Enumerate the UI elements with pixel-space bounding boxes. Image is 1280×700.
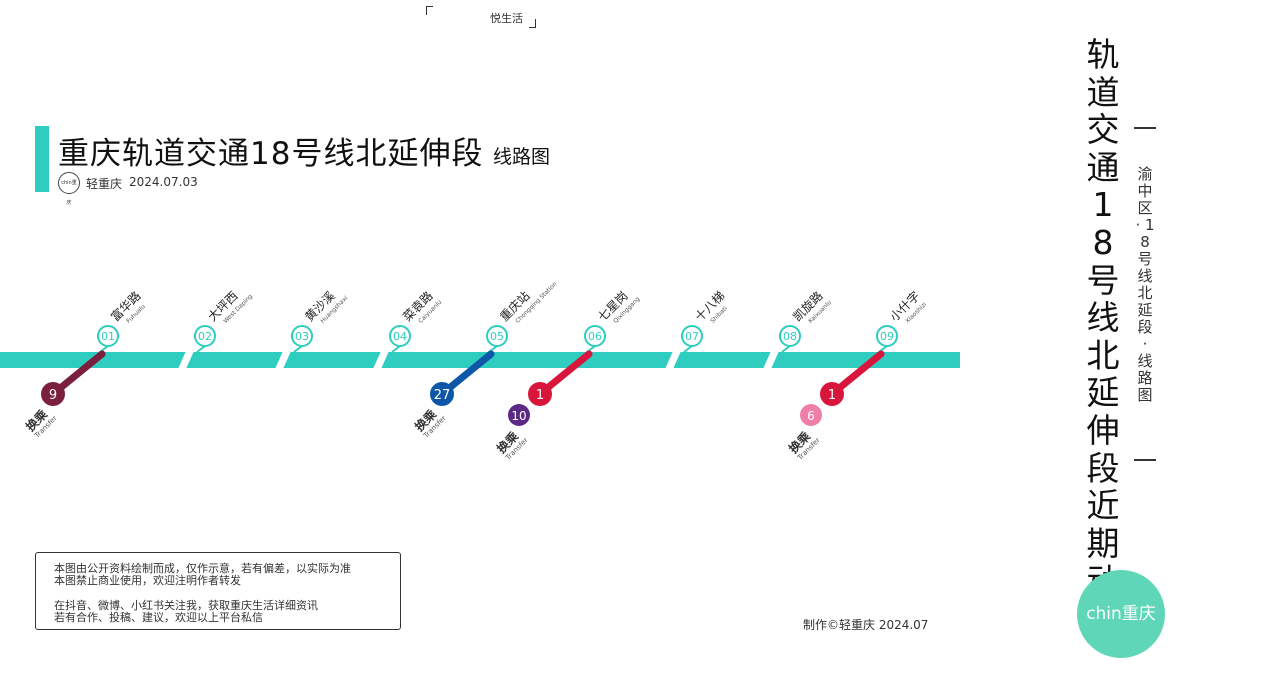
track-gap (373, 351, 389, 369)
header-tag-text: 悦生活 (490, 12, 523, 25)
transfer-line-number: 10 (511, 409, 526, 423)
transfer-line-badge (800, 404, 822, 426)
page-title: 重庆轨道交通18号线北延伸段 (58, 136, 484, 172)
station-connector (683, 345, 693, 353)
side-divider-bottom (1134, 459, 1156, 461)
station-marker (681, 325, 703, 347)
station-marker (486, 325, 508, 347)
station-marker (876, 325, 898, 347)
brand-logo: chin重庆 (1077, 570, 1165, 658)
publish-date: 2024.07.03 (129, 175, 198, 189)
track-gap (178, 351, 194, 369)
credit-text: 制作©轻重庆 2024.07 (803, 618, 929, 632)
disclaimer-box: 本图由公开资料绘制而成，仅作示意，若有偏差，以实际为准 本图禁止商业使用，欢迎注… (35, 552, 401, 630)
station-marker (291, 325, 313, 347)
transfer-line-number: 6 (807, 409, 815, 423)
station-code: 06 (588, 330, 602, 343)
transfer-line-number: 1 (828, 388, 836, 403)
station-connector (196, 345, 206, 353)
transfer-line-badge (528, 382, 552, 406)
transfer-line-number: 9 (49, 388, 57, 403)
note-line: 本图禁止商业使用，欢迎注明作者转发 (54, 574, 241, 587)
note-line: 若有合作、投稿、建议，欢迎以上平台私信 (54, 611, 263, 624)
station-code: 07 (685, 330, 699, 343)
station-code: 09 (880, 330, 894, 343)
station-code: 03 (295, 330, 309, 343)
author-logo-icon: chin重庆 (58, 172, 80, 206)
transfer-line-number: 1 (536, 388, 544, 403)
station-marker (584, 325, 606, 347)
author-name: 轻重庆 (86, 177, 123, 191)
station-connector (293, 345, 303, 353)
station-code: 02 (198, 330, 212, 343)
transfer-line-badge (508, 404, 530, 426)
transfer-line-badge (430, 382, 454, 406)
page-title-suffix: 线路图 (493, 146, 551, 168)
title-accent-bar (35, 126, 49, 192)
track-gap (275, 351, 291, 369)
note-line: 本图由公开资料绘制而成，仅作示意，若有偏差，以实际为准 (54, 562, 351, 575)
header-tag: 悦生活 (426, 6, 536, 28)
station-marker (194, 325, 216, 347)
station-code: 08 (783, 330, 797, 343)
station-code: 05 (490, 330, 504, 343)
bracket-left (426, 6, 433, 15)
side-subtitle: 渝中区 · 18号线北延段 · 线路图 (1135, 165, 1155, 404)
track-gap (763, 351, 779, 369)
track-gap (665, 351, 681, 369)
station-connector (391, 345, 401, 353)
station-connector (781, 345, 791, 353)
transfer-line-badge (820, 382, 844, 406)
station-marker (779, 325, 801, 347)
station-code: 01 (101, 330, 115, 343)
transfer-line-number: 27 (434, 388, 451, 403)
bracket-right (529, 19, 536, 28)
side-divider-top (1134, 127, 1156, 129)
transfer-line-badge (41, 382, 65, 406)
note-line: 在抖音、微博、小红书关注我，获取重庆生活详细资讯 (54, 599, 318, 612)
station-marker (97, 325, 119, 347)
side-title: 轨道交通18号线北延伸段近期动态 (1086, 35, 1120, 637)
station-marker (389, 325, 411, 347)
station-code: 04 (393, 330, 407, 343)
